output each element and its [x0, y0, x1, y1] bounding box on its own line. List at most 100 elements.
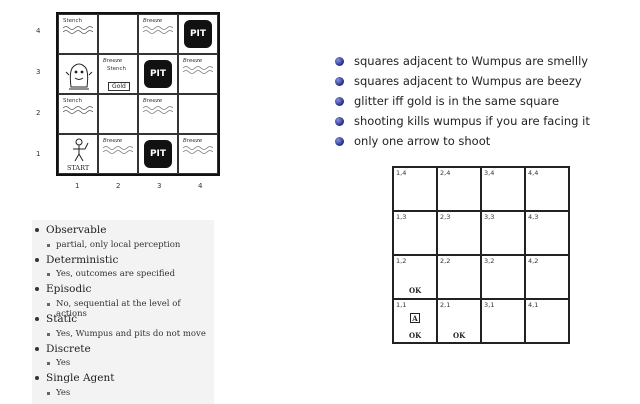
knowledge-cell: 3,3: [481, 211, 525, 255]
property-detail: No, sequential at the level of actions: [47, 299, 214, 319]
cell-label: 1,4: [396, 169, 407, 177]
cell-label: 3,1: [484, 301, 495, 309]
bullet-icon: [35, 376, 39, 380]
agent-marker: A: [410, 313, 420, 323]
world-cell: Stench: [58, 14, 98, 54]
sub-bullet-icon: [47, 333, 50, 336]
property-detail: Yes: [47, 388, 70, 398]
bullet-icon: [335, 97, 344, 106]
bullet-icon: [35, 228, 39, 232]
property-detail: Yes, Wumpus and pits do not move: [47, 329, 206, 339]
ok-label: OK: [409, 331, 422, 340]
stench-label: Stench: [63, 18, 83, 24]
stench-label: Stench: [63, 98, 83, 104]
pit-icon: PIT: [144, 140, 172, 168]
properties-panel: Observable partial, only local perceptio…: [32, 220, 214, 404]
cell-label: 2,4: [440, 169, 451, 177]
breeze-wave-icon: [103, 146, 133, 154]
cell-label: 1,3: [396, 213, 407, 221]
property-detail: Yes: [47, 358, 70, 368]
rule-text: only one arrow to shoot: [354, 134, 491, 148]
property-heading: Observable: [35, 224, 106, 236]
breeze-label: Breeze: [103, 58, 123, 64]
breeze-wave-icon: [183, 66, 213, 74]
wumpus-icon: [65, 63, 93, 90]
rule-text: squares adjacent to Wumpus are beezy: [354, 74, 582, 88]
world-cell: Breeze Stench Gold: [98, 54, 138, 94]
knowledge-cell: 1,3: [393, 211, 437, 255]
world-cell: Breeze: [178, 54, 218, 94]
col-label: 3: [157, 182, 162, 190]
property-detail: partial, only local perception: [47, 240, 180, 250]
stench-wave-icon: [63, 26, 93, 34]
cell-label: 2,1: [440, 301, 451, 309]
sub-bullet-icon: [47, 362, 50, 365]
sub-bullet-icon: [47, 303, 50, 306]
ok-label: OK: [409, 286, 422, 295]
bullet-icon: [335, 117, 344, 126]
world-cell: [178, 94, 218, 134]
col-label: 2: [116, 182, 121, 190]
world-cell: Stench: [58, 94, 98, 134]
knowledge-cell: 2,4: [437, 167, 481, 211]
pit-icon: PIT: [184, 20, 212, 48]
world-cell: Breeze: [138, 94, 178, 134]
knowledge-cell: 1,1 A OK: [393, 299, 437, 343]
rule-text: shooting kills wumpus if you are facing …: [354, 114, 590, 128]
cell-label: 3,2: [484, 257, 495, 265]
bullet-icon: [335, 77, 344, 86]
knowledge-cell: 4,1: [525, 299, 569, 343]
knowledge-cell: 4,2: [525, 255, 569, 299]
rules-list: squares adjacent to Wumpus are smellly s…: [334, 53, 590, 153]
gold-label: Gold: [108, 82, 130, 91]
breeze-wave-icon: [143, 26, 173, 34]
knowledge-cell: 3,2: [481, 255, 525, 299]
rule-item: shooting kills wumpus if you are facing …: [334, 113, 590, 133]
row-label: 4: [36, 27, 41, 35]
cell-label: 4,3: [528, 213, 539, 221]
property-heading: Deterministic: [35, 254, 118, 266]
rule-item: only one arrow to shoot: [334, 133, 590, 153]
bullet-icon: [35, 317, 39, 321]
property-heading: Discrete: [35, 343, 91, 355]
knowledge-cell: 1,4: [393, 167, 437, 211]
knowledge-cell: 3,1: [481, 299, 525, 343]
breeze-label: Breeze: [183, 138, 203, 144]
world-cell: Breeze: [178, 134, 218, 174]
knowledge-grid: 1,4 2,4 3,4 4,4 1,3 2,3 3,3 4,3 1,2 OK 2…: [392, 166, 570, 344]
world-cell: PIT: [178, 14, 218, 54]
knowledge-cell: 2,2: [437, 255, 481, 299]
row-label: 3: [36, 68, 41, 76]
knowledge-cell: 2,3: [437, 211, 481, 255]
wumpus-world-grid: Stench Breeze PIT Breeze Stench Gold PIT…: [56, 12, 220, 176]
cell-label: 1,2: [396, 257, 407, 265]
world-cell: Breeze: [98, 134, 138, 174]
bullet-icon: [335, 137, 344, 146]
property-heading: Static: [35, 313, 77, 325]
stench-label: Stench: [107, 66, 127, 72]
cell-label: 2,2: [440, 257, 451, 265]
world-cell: [98, 14, 138, 54]
cell-label: 4,4: [528, 169, 539, 177]
property-heading: Single Agent: [35, 372, 114, 384]
row-label: 2: [36, 109, 41, 117]
bullet-icon: [35, 287, 39, 291]
world-cell: START: [58, 134, 98, 174]
start-label: START: [67, 164, 90, 172]
world-cell: PIT: [138, 54, 178, 94]
row-label: 1: [36, 150, 41, 158]
property-detail: Yes, outcomes are specified: [47, 269, 175, 279]
ok-label: OK: [453, 331, 466, 340]
rule-text: squares adjacent to Wumpus are smellly: [354, 54, 589, 68]
cell-label: 3,3: [484, 213, 495, 221]
breeze-label: Breeze: [143, 18, 163, 24]
knowledge-cell: 2,1 OK: [437, 299, 481, 343]
knowledge-cell: 4,3: [525, 211, 569, 255]
sub-bullet-icon: [47, 244, 50, 247]
sub-bullet-icon: [47, 392, 50, 395]
sub-bullet-icon: [47, 273, 50, 276]
breeze-wave-icon: [183, 146, 213, 154]
pit-icon: PIT: [144, 60, 172, 88]
col-label: 4: [198, 182, 203, 190]
bullet-icon: [335, 57, 344, 66]
